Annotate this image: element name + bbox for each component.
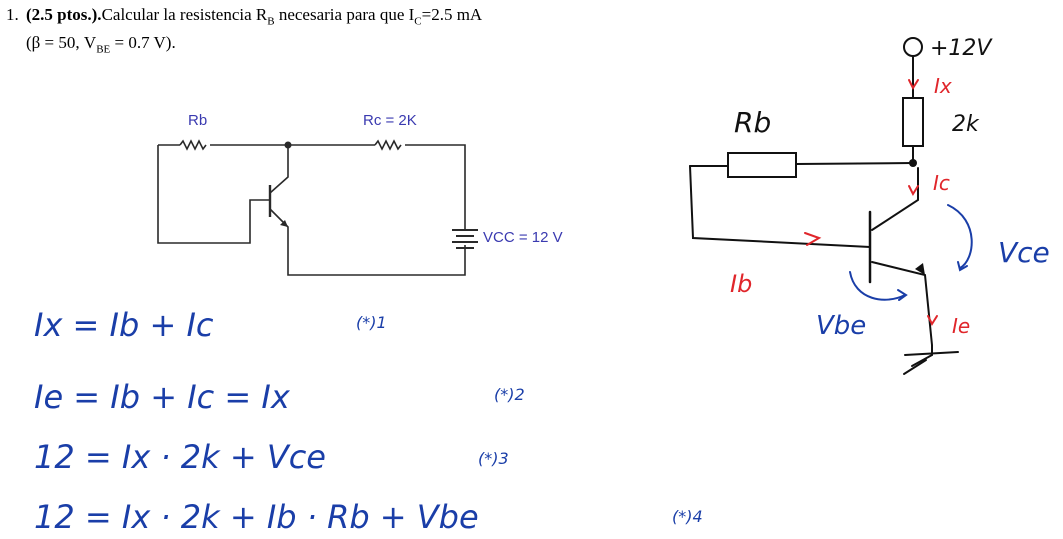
problem-points: (2.5 ptos.). <box>26 5 102 24</box>
problem-text-b: necesaria para que I <box>274 5 415 24</box>
ix-label: Ix <box>934 74 952 98</box>
rb-hand-label: Rb <box>734 106 771 139</box>
equation-1-tag: (*)1 <box>356 313 387 332</box>
hand-emitter-arrow <box>915 263 925 275</box>
rb-resistor-symbol <box>179 139 207 151</box>
equation-4: 12 = Ix · 2k + Ib · Rb + Vbe <box>34 498 479 536</box>
equation-1: Ix = Ib + Ic <box>34 306 214 344</box>
vce-arrow-icon <box>947 204 973 269</box>
supply-label: +12V <box>930 36 993 61</box>
ie-label: Ie <box>952 314 970 338</box>
problem-statement: 1.(2.5 ptos.).Calcular la resistencia RB… <box>6 4 482 61</box>
ix-arrow-icon <box>908 79 919 91</box>
ib-label: Ib <box>730 270 752 298</box>
rb-label: Rb <box>188 112 207 129</box>
rc-resistor-box <box>902 97 924 147</box>
ie-arrow-icon <box>927 315 938 327</box>
rc-hand-label: 2k <box>952 112 980 137</box>
supply-terminal-icon <box>903 37 923 57</box>
emitter-arrow <box>280 220 288 227</box>
ib-arrow-icon <box>804 232 822 246</box>
equation-3-tag: (*)3 <box>478 449 509 468</box>
node-dot <box>909 159 917 167</box>
vbe-arrow-icon <box>849 271 906 301</box>
problem-text-a: Calcular la resistencia R <box>101 5 268 24</box>
vbe-label: Vbe <box>816 311 866 341</box>
sub-be: BE <box>96 43 111 56</box>
equation-2-tag: (*)2 <box>494 385 525 404</box>
problem-line-2: (β = 50, VBE = 0.7 V). <box>26 32 482 60</box>
sub-b: B <box>267 15 275 28</box>
printed-circuit-diagram: Rb Rc = 2K VCC = 12 V <box>157 112 563 276</box>
equation-3: 12 = Ix · 2k + Vce <box>34 438 326 476</box>
vce-label: Vce <box>998 236 1050 269</box>
problem-number: 1. <box>6 5 19 24</box>
problem-text-c: =2.5 mA <box>421 5 483 24</box>
rc-resistor-symbol <box>374 139 402 151</box>
rc-label: Rc = 2K <box>363 112 417 129</box>
equation-4-tag: (*)4 <box>672 507 703 526</box>
problem-line-1: 1. (2.5 ptos.).Calcular la resistencia RB… <box>6 4 482 32</box>
equation-2: Ie = Ib + Ic = Ix <box>34 378 291 416</box>
sub-c: C <box>414 15 422 28</box>
problem-line2-a: (β = 50, V <box>26 33 97 53</box>
ic-label: Ic <box>933 171 950 195</box>
rb-resistor-box <box>727 152 797 178</box>
ic-arrow-icon <box>908 185 919 197</box>
vcc-label: VCC = 12 V <box>483 229 563 246</box>
problem-line2-b: = 0.7 V). <box>110 33 176 53</box>
junction-dot <box>284 141 292 149</box>
